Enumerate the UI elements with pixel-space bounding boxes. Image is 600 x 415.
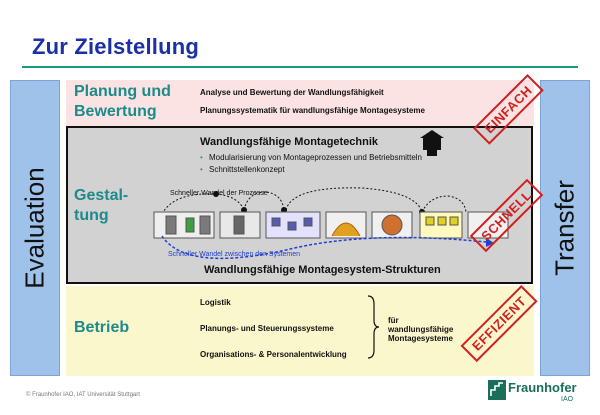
betrieb-item-planung: Planungs- und Steuerungssysteme <box>200 324 334 333</box>
fraunhofer-logo-sub: IAO <box>561 396 574 403</box>
process-label: Schneller Wandel der Prozesse <box>170 190 268 197</box>
copyright-footer: © Fraunhofer IAO, IAT Universität Stuttg… <box>26 392 140 398</box>
module-thumbnails <box>153 211 509 239</box>
transfer-label: Transfer <box>549 180 580 276</box>
gestaltung-box <box>66 126 533 284</box>
planung-heading-line2: Bewertung <box>74 103 157 120</box>
gestaltung-heading-line1: Gestal- <box>74 187 129 204</box>
planung-heading-line1: Planung und <box>74 83 171 100</box>
planung-item-2: Planungssystematik für wandlungsfähige M… <box>200 106 425 115</box>
evaluation-bar: Evaluation <box>10 80 60 376</box>
planung-band <box>66 80 534 126</box>
transfer-bar: Transfer <box>540 80 590 376</box>
bullet-modularisierung: • Modularisierung von Montageprozessen un… <box>200 153 422 162</box>
system-label: Schneller Wandel zwischen den Systemen <box>168 251 301 258</box>
machine-icon <box>420 130 444 156</box>
fraunhofer-logo-text: Fraunhofer <box>508 380 577 395</box>
evaluation-label: Evaluation <box>19 167 50 289</box>
bullet-dot: • <box>200 153 203 162</box>
betrieb-band <box>66 286 534 376</box>
page-title: Zur Zielstellung <box>32 34 199 59</box>
process-graphic <box>153 130 509 260</box>
betrieb-item-organisation: Organisations- & Personalentwicklung <box>200 350 347 359</box>
gestaltung-heading-line2: tung <box>74 207 109 224</box>
brace-icon <box>367 295 380 359</box>
betrieb-item-logistik: Logistik <box>200 298 231 307</box>
brace-text-line1: für <box>388 316 399 325</box>
betrieb-heading: Betrieb <box>74 319 130 336</box>
montagesystem-title: Wandlungsfähige Montagesystem-Strukturen <box>204 264 441 276</box>
system-arrowhead <box>486 238 494 247</box>
montagetechnik-title: Wandlungsfähige Montagetechnik <box>200 136 379 148</box>
brace-text-line2: wandlungsfähige <box>388 325 454 334</box>
system-arrow <box>161 235 487 260</box>
title-rule <box>22 66 578 68</box>
planung-item-1: Analyse und Bewertung der Wandlungsfähig… <box>200 88 384 97</box>
bullet-text: Modularisierung von Montageprozessen und… <box>209 153 423 162</box>
bullet-dot: • <box>200 165 203 174</box>
bullet-schnittstelle: • Schnittstellenkonzept <box>200 165 285 174</box>
bullet-text: Schnittstellenkonzept <box>209 165 285 174</box>
fraunhofer-logo-icon <box>488 380 506 400</box>
brace-text-line3: Montagesysteme <box>388 334 453 343</box>
